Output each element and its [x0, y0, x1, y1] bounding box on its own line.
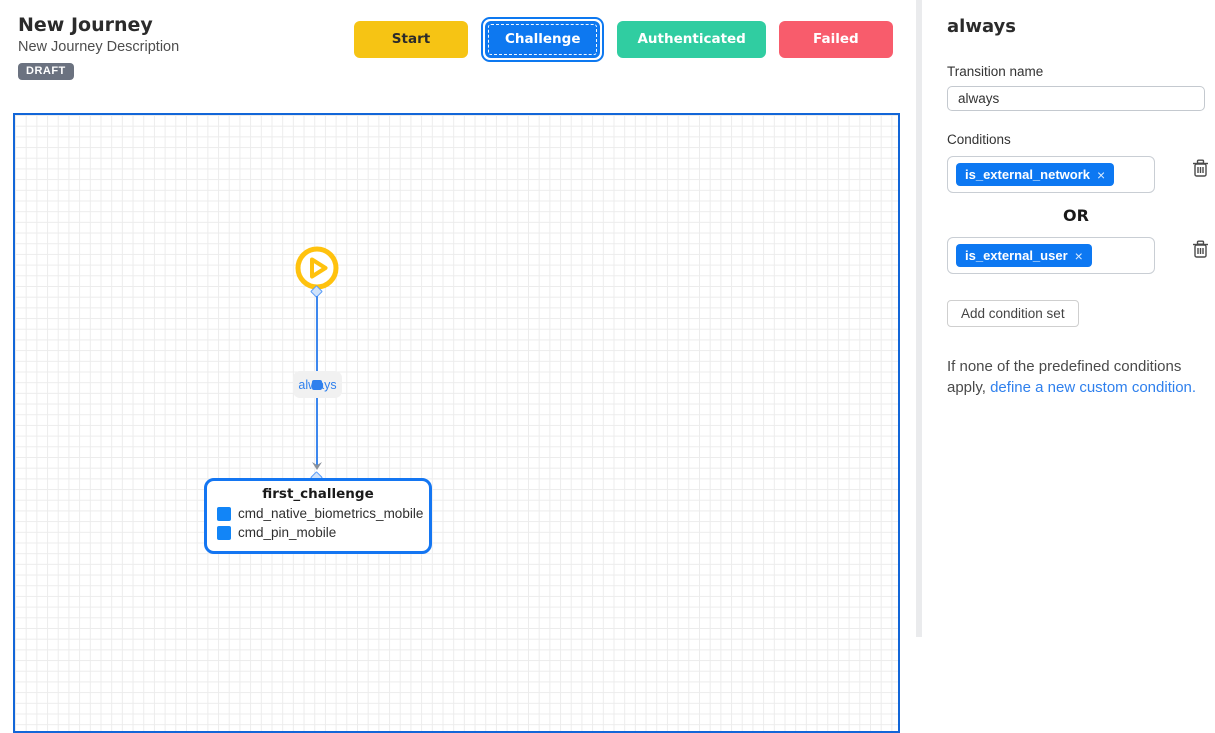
command-square-icon — [217, 525, 231, 540]
transition-panel: always Transition name Conditions is_ext… — [947, 0, 1208, 399]
trash-icon — [1193, 240, 1208, 258]
node-command-row: cmd_pin_mobile — [217, 525, 429, 540]
delete-condition-set-button[interactable] — [1192, 240, 1209, 262]
status-badge: DRAFT — [18, 63, 74, 80]
sidebar-divider — [916, 0, 922, 637]
chip-remove-icon[interactable]: × — [1097, 166, 1106, 183]
node-command-row: cmd_native_biometrics_mobile — [217, 506, 429, 521]
condition-chip-label: is_external_user — [965, 248, 1068, 263]
page-description: New Journey Description — [18, 39, 180, 55]
node-title: first_challenge — [262, 486, 374, 502]
authenticated-state-button[interactable]: Authenticated — [617, 20, 766, 58]
help-text: If none of the predefined conditions app… — [947, 358, 1182, 397]
condition-chip[interactable]: is_external_user × — [956, 244, 1092, 267]
add-condition-set-button[interactable]: Add condition set — [947, 300, 1079, 327]
start-node[interactable] — [293, 244, 341, 292]
command-label: cmd_pin_mobile — [238, 525, 337, 540]
condition-chip[interactable]: is_external_network × — [956, 163, 1115, 186]
edge-arrowhead-icon — [312, 462, 322, 470]
chip-remove-icon[interactable]: × — [1074, 247, 1083, 264]
condition-set-input[interactable]: is_external_user × — [947, 237, 1155, 274]
delete-condition-set-button[interactable] — [1192, 159, 1209, 181]
or-joiner-label: OR — [1063, 206, 1089, 225]
trash-icon — [1193, 159, 1208, 177]
journey-canvas[interactable]: always first_challenge cmd_native_biomet… — [13, 113, 900, 733]
transition-name-input[interactable] — [947, 86, 1205, 111]
condition-set-input[interactable]: is_external_network × — [947, 156, 1155, 193]
challenge-state-button[interactable]: Challenge — [485, 20, 601, 58]
custom-condition-link[interactable]: define a new custom condition. — [990, 379, 1197, 397]
command-label: cmd_native_biometrics_mobile — [238, 506, 424, 521]
condition-set-row: is_external_user × — [947, 237, 1208, 274]
condition-chip-label: is_external_network — [965, 167, 1091, 182]
command-square-icon — [217, 506, 231, 521]
condition-set-row: is_external_network × — [947, 156, 1208, 193]
play-icon — [295, 246, 339, 290]
panel-title: always — [947, 16, 1016, 37]
journey-header: New Journey New Journey Description DRAF… — [18, 14, 179, 80]
transition-name-label: Transition name — [947, 64, 1044, 79]
node-first-challenge[interactable]: first_challenge cmd_native_biometrics_mo… — [204, 478, 432, 554]
conditions-label: Conditions — [947, 132, 1011, 147]
failed-state-button[interactable]: Failed — [778, 20, 893, 58]
start-state-button[interactable]: Start — [354, 20, 468, 58]
custom-condition-help: If none of the predefined conditions app… — [947, 356, 1205, 399]
page-title: New Journey — [18, 14, 153, 36]
state-buttons-bar: Start Challenge Authenticated Failed — [354, 16, 893, 62]
edge-midpoint-handle[interactable] — [312, 380, 322, 390]
edge-label-always[interactable]: always — [293, 371, 342, 398]
challenge-selected-ring: Challenge — [481, 16, 605, 62]
